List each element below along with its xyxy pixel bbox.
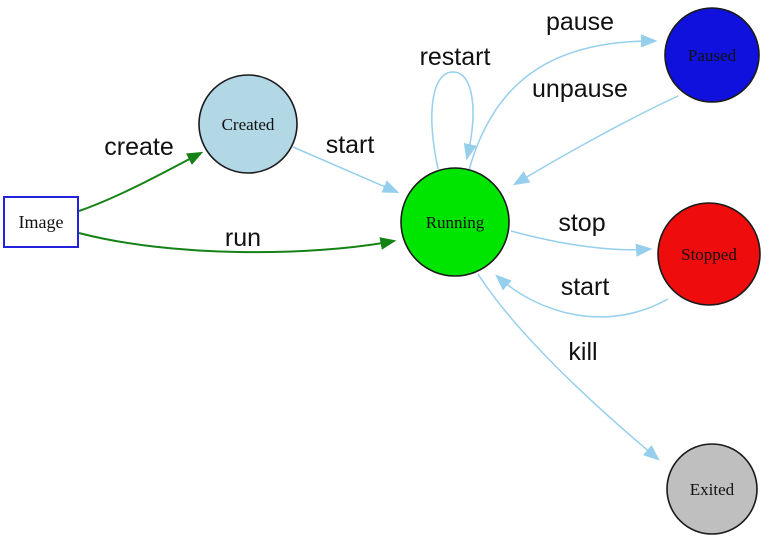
edge-label-create: create xyxy=(104,133,173,161)
node-created-circle xyxy=(198,74,298,174)
node-label-running: Running xyxy=(426,213,485,232)
node-label-image: Image xyxy=(19,212,64,232)
edge-label-start-stopped-running: start xyxy=(561,273,610,301)
edge-label-kill: kill xyxy=(568,338,597,366)
edge-start-stopped-running-arrow xyxy=(495,274,669,318)
node-paused-circle xyxy=(664,7,760,103)
edge-label-restart: restart xyxy=(420,43,491,71)
edge-label-stop: stop xyxy=(558,209,605,237)
edge-label-start-created-running: start xyxy=(326,131,375,159)
node-running-circle xyxy=(400,167,510,277)
edge-label-run: run xyxy=(225,224,261,252)
edge-kill-arrow xyxy=(477,273,660,461)
node-label-exited: Exited xyxy=(690,480,735,499)
edge-unpause-arrow xyxy=(512,95,679,186)
edge-start-created-running-arrow xyxy=(292,146,400,193)
node-stopped-circle xyxy=(657,202,761,306)
node-label-created: Created xyxy=(222,115,275,134)
node-label-paused: Paused xyxy=(688,46,737,65)
edge-pause-arrow xyxy=(468,34,658,171)
edge-run-arrow xyxy=(78,232,397,254)
node-image-box xyxy=(3,196,79,248)
edge-restart-self-loop-arrow xyxy=(431,71,477,170)
edge-stop-arrow xyxy=(510,230,653,257)
node-exited-circle xyxy=(666,443,758,535)
edge-create-arrow xyxy=(78,151,204,212)
edge-label-pause: pause xyxy=(546,8,614,36)
edge-label-unpause: unpause xyxy=(532,75,628,103)
node-label-stopped: Stopped xyxy=(681,245,737,264)
